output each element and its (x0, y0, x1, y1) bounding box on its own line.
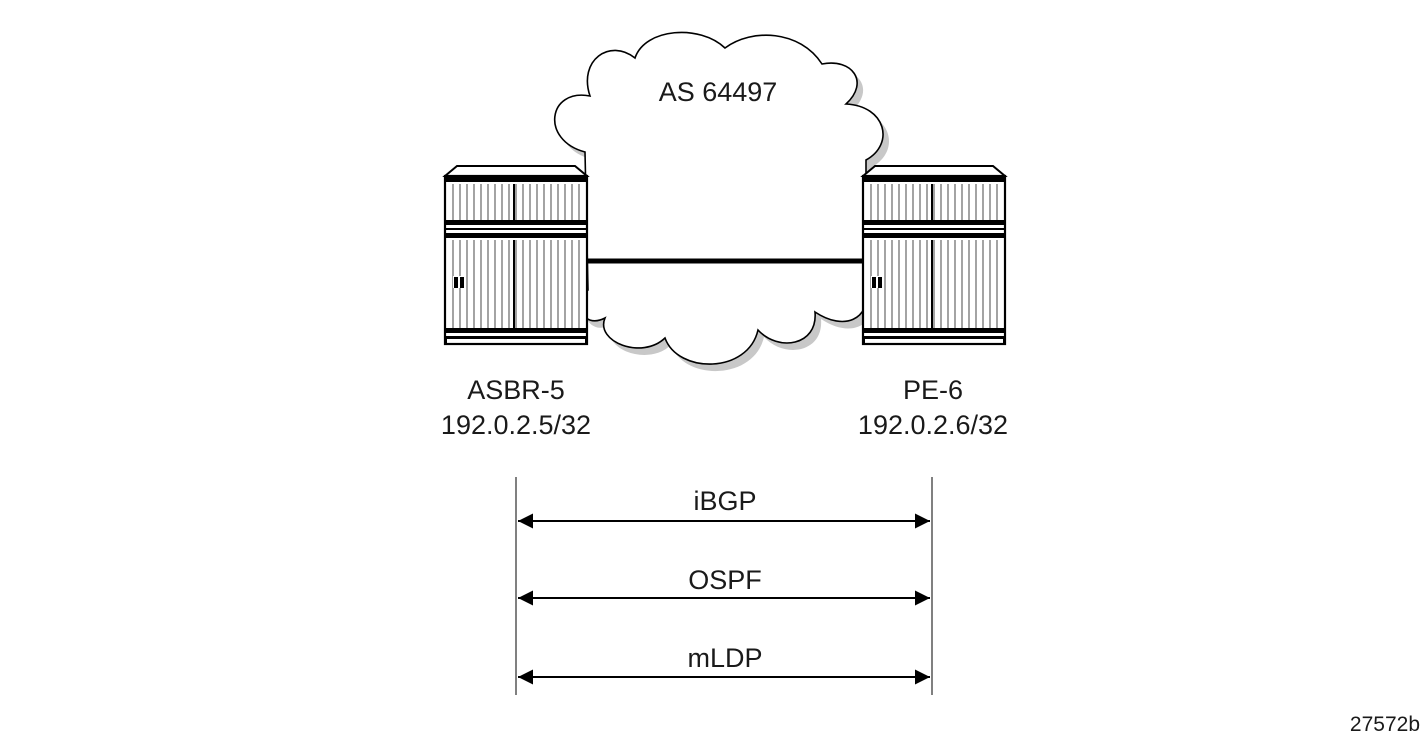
router-asbr-5 (443, 164, 589, 346)
protocol-label-mldp: mLDP (687, 643, 762, 673)
cloud-label: AS 64497 (659, 77, 778, 107)
node-address-pe-6: 192.0.2.6/32 (858, 410, 1008, 440)
node-address-asbr-5: 192.0.2.5/32 (441, 410, 591, 440)
node-name-pe-6: PE-6 (903, 375, 963, 405)
figure-id: 27572b (1350, 713, 1420, 736)
protocol-ibgp: iBGP (518, 486, 930, 529)
router-pe-6 (861, 164, 1007, 346)
node-name-asbr-5: ASBR-5 (467, 375, 565, 405)
protocol-ospf: OSPF (518, 565, 930, 606)
protocol-mldp: mLDP (518, 643, 930, 685)
protocol-label-ibgp: iBGP (693, 486, 756, 516)
protocol-label-ospf: OSPF (688, 565, 762, 595)
cloud-as: AS 64497 (554, 31, 884, 365)
